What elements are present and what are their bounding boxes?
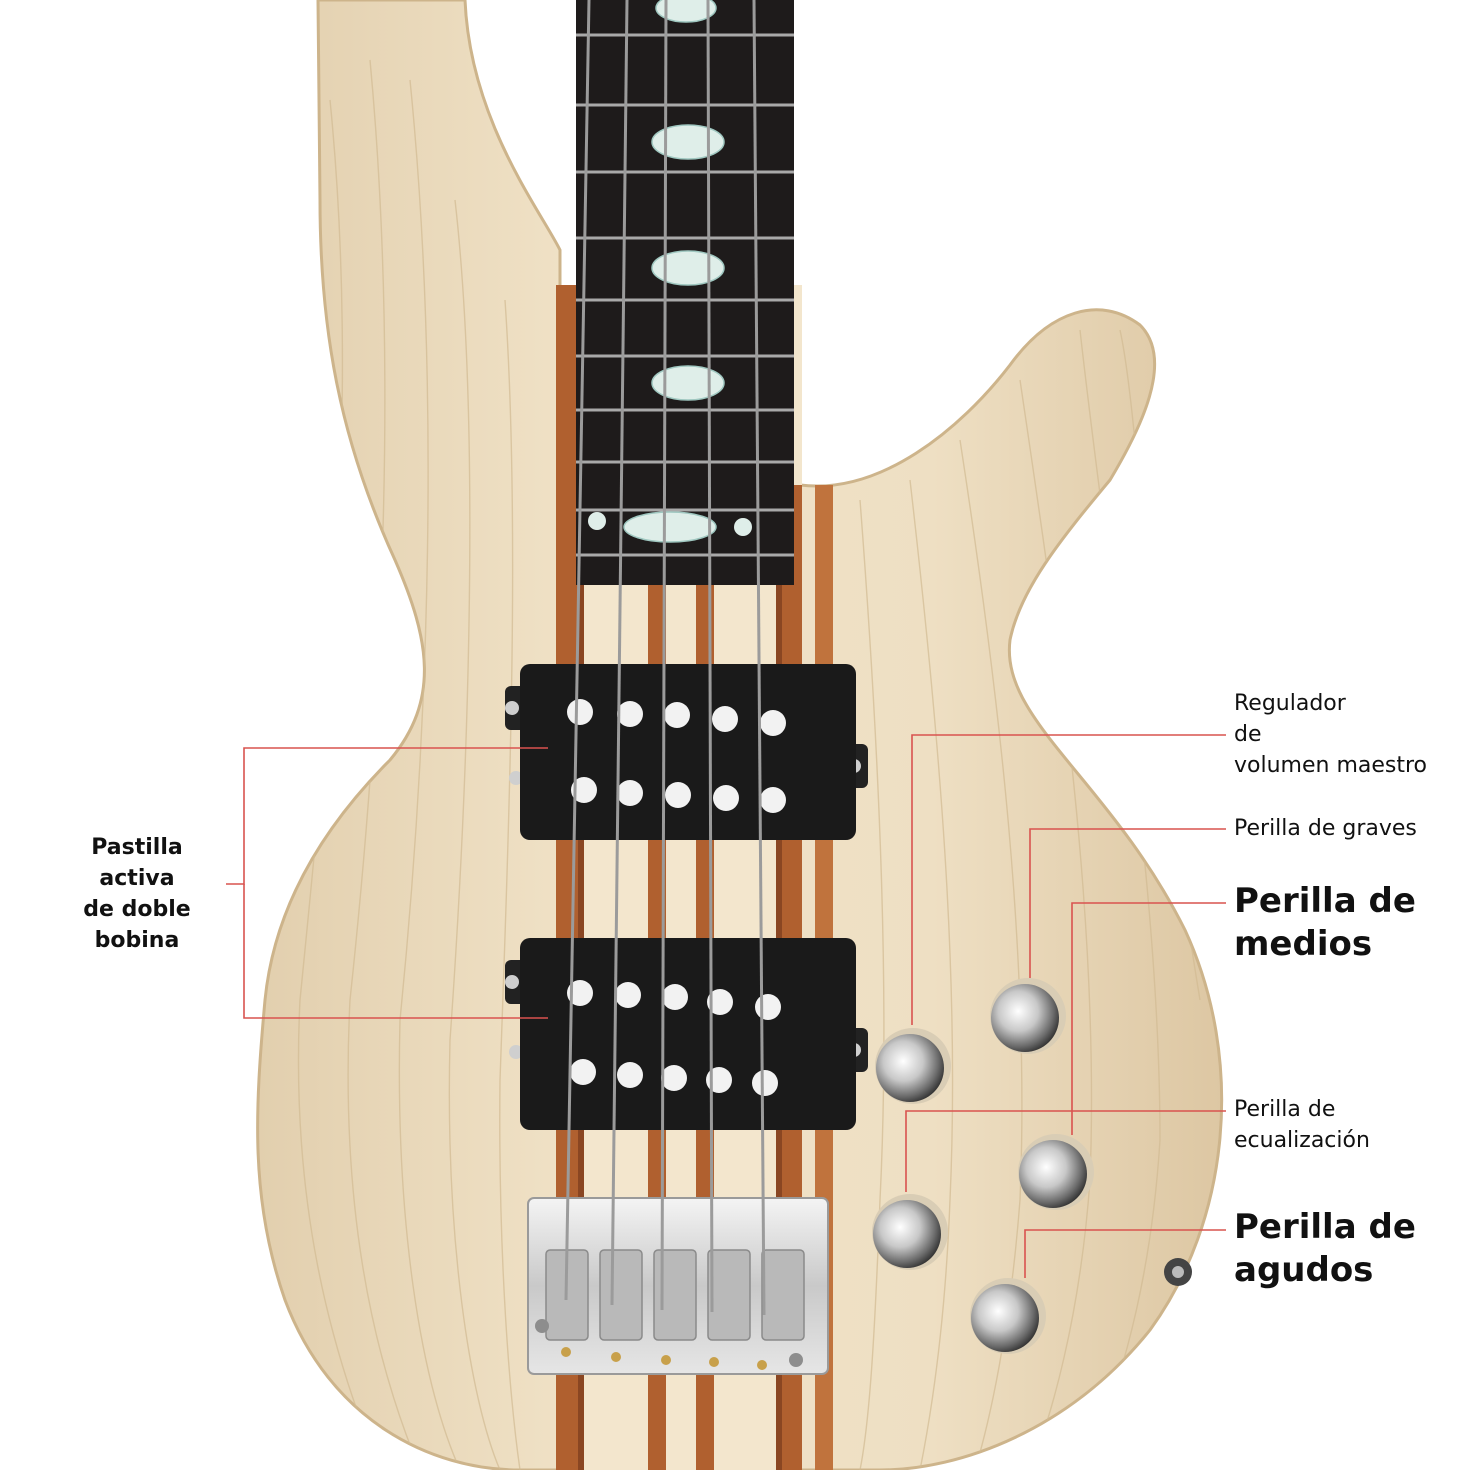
neck-pickup — [505, 664, 868, 840]
label-mid-knob-line-1: Perilla de — [1234, 881, 1416, 921]
knob-master-volume — [875, 1028, 951, 1104]
label-eq-knob-line-2: ecualización — [1234, 1128, 1370, 1153]
label-pickup-line-3: bobina — [94, 928, 180, 953]
label-treble-knob-line-1: Perilla de — [1234, 1207, 1416, 1247]
bridge-pickup — [505, 938, 868, 1130]
label-mid-knob: Perilla de medios — [1234, 880, 1416, 966]
label-master-volume-line-3: volumen maestro — [1234, 753, 1427, 778]
knob-bass — [990, 978, 1066, 1054]
fretboard — [576, 0, 794, 585]
knob-mid — [1018, 1134, 1094, 1210]
output-jack — [1164, 1258, 1192, 1286]
label-master-volume: Regulador de volumen maestro — [1234, 688, 1427, 781]
label-treble-knob: Perilla de agudos — [1234, 1206, 1416, 1292]
callout-lines — [226, 734, 1226, 1278]
label-master-volume-line-2: de — [1234, 722, 1262, 747]
label-bass-knob-line-1: Perilla de graves — [1234, 816, 1417, 841]
knob-treble — [970, 1278, 1046, 1354]
label-treble-knob-line-2: agudos — [1234, 1250, 1374, 1290]
label-eq-knob: Perilla de ecualización — [1234, 1094, 1370, 1156]
label-mid-knob-line-2: medios — [1234, 924, 1373, 964]
strings — [564, 0, 766, 1316]
label-eq-knob-line-1: Perilla de — [1234, 1097, 1336, 1122]
label-pickup-line-1: Pastilla activa — [91, 835, 183, 891]
label-pickup-line-2: de doble — [83, 897, 191, 922]
label-pickup: Pastilla activa de doble bobina — [52, 832, 222, 956]
knob-eq — [872, 1194, 948, 1270]
bridge — [527, 1197, 829, 1375]
label-bass-knob: Perilla de graves — [1234, 813, 1417, 844]
label-master-volume-line-1: Regulador — [1234, 691, 1346, 716]
